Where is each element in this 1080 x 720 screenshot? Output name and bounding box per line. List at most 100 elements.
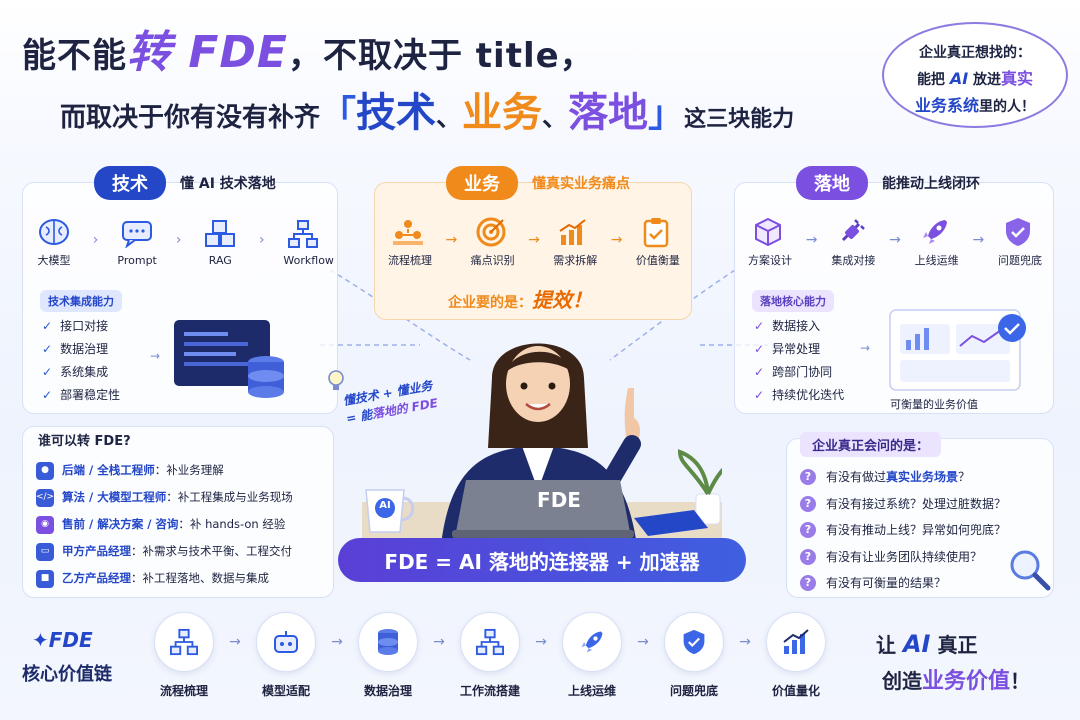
chain-logo: ✦FDE (32, 628, 93, 652)
who-row: ▭甲方产品经理：补需求与技术平衡、工程交付 (36, 538, 293, 565)
code-server-illustration: → (150, 320, 284, 398)
laptop-label: FDE (537, 488, 581, 512)
cap-item: ✓持续优化迭代 (754, 388, 845, 402)
ask-row: ?有没有推动上线？异常如何兜底？ (800, 517, 1006, 544)
cap-item: ✓数据治理 (42, 342, 109, 356)
land-cap-tag: 落地核心能力 (752, 290, 834, 312)
tech-pill: 技术 (94, 166, 166, 200)
code-icon: </> (36, 488, 54, 507)
question-icon: ? (800, 469, 816, 486)
chain-step: 流程梳理 (148, 612, 220, 699)
headline-text: 这三块能力 (684, 107, 795, 132)
question-icon: ? (800, 575, 816, 592)
bubble-line: 业务系统里的人！ (914, 96, 1035, 115)
biz-icon-row: 流程梳理 → 痛点识别 → 需求拆解 → 价值衡量 (388, 212, 680, 268)
ask-title: 企业真正会问的是： (800, 432, 942, 457)
database-icon (358, 612, 418, 672)
brain-icon (34, 212, 74, 252)
land-item: 上线运维 (915, 212, 959, 268)
cap-item: ✓系统集成 (42, 365, 109, 379)
headline-line-2: 而取决于你有没有补齐「技术、业务、落地」这三块能力 (60, 80, 794, 138)
land-pill: 落地 (796, 166, 868, 200)
question-icon: ? (800, 522, 816, 539)
biz-item: 需求拆解 (553, 212, 597, 268)
land-header: 落地 能推动上线闭环 (796, 166, 980, 200)
headline-text: 而取决于你有没有补齐 (60, 103, 321, 133)
keyword-biz: 业务 (462, 90, 543, 136)
bracket: 」 (648, 94, 685, 135)
rocket-icon (915, 212, 955, 252)
cap-item: ✓部署稳定性 (42, 388, 121, 402)
separator: 、 (542, 103, 569, 133)
person-illustration (362, 343, 722, 554)
land-cap-list: ✓数据接入 ✓异常处理 ✓跨部门协同 ✓持续优化迭代 (754, 315, 844, 407)
brain-icon: ◉ (36, 515, 54, 534)
tech-icon-row: 大模型 › Prompt › RAG › Workflow (34, 212, 334, 268)
cap-item: ✓数据接入 (754, 319, 821, 333)
plug-icon (831, 212, 871, 252)
who-row: ◉售前 / 解决方案 / 咨询：补 hands-on 经验 (36, 511, 293, 538)
bubble-line: 企业真正想找的： (919, 45, 1031, 61)
value-caption: 可衡量的业务价值 (890, 398, 978, 411)
tech-item: 大模型 (34, 212, 74, 268)
chain-step: 问题兜底 (658, 612, 730, 699)
land-item: 集成对接 (831, 212, 875, 268)
tech-cap-tag: 技术集成能力 (40, 290, 122, 312)
value-chain: 流程梳理 → 模型适配 → 数据治理 → 工作流搭建 → 上线运维 → 问题兜底… (148, 612, 832, 699)
chain-title: 核心价值链 (22, 664, 112, 685)
land-subtitle: 能推动上线闭环 (882, 176, 980, 192)
cubes-icon (200, 214, 240, 254)
flow-icon (154, 612, 214, 672)
chat-icon (117, 214, 157, 254)
ask-row: ?有没有可衡量的结果？ (800, 570, 1006, 597)
who-title: 谁可以转 FDE? (38, 434, 131, 449)
biz-subtitle: 懂真实业务痛点 (532, 176, 630, 192)
cube-icon (748, 212, 788, 252)
workflow-icon (283, 214, 323, 254)
ask-row: ?有没有做过真实业务场景？ (800, 464, 1006, 491)
chain-step: 模型适配 (250, 612, 322, 699)
dashboard-illustration: → (860, 309, 1026, 391)
tech-cap-list: ✓接口对接 ✓数据治理 ✓系统集成 ✓部署稳定性 (42, 315, 120, 407)
headline-text: ，不取决于 title， (287, 36, 595, 76)
ask-row: ?有没有接过系统？处理过脏数据？ (800, 491, 1006, 518)
tech-item: RAG (200, 214, 240, 267)
bar-chart-icon (766, 612, 826, 672)
clipboard-icon (636, 212, 676, 252)
svg-text:→: → (150, 349, 160, 363)
engineer-icon: ● (36, 461, 54, 480)
chain-step: 数据治理 (352, 612, 424, 699)
separator: 、 (436, 103, 463, 133)
rocket-icon (562, 612, 622, 672)
ask-list: ?有没有做过真实业务场景？ ?有没有接过系统？处理过脏数据？ ?有没有推动上线？… (800, 464, 1006, 597)
chain-step: 价值量化 (760, 612, 832, 699)
ask-panel (786, 438, 1054, 598)
cap-item: ✓异常处理 (754, 342, 821, 356)
tech-item: Prompt (117, 214, 157, 267)
mug-label: AI (379, 500, 391, 511)
keyword-tech: 技术 (356, 90, 437, 136)
monitor-icon: ▭ (36, 542, 54, 561)
robot-icon (256, 612, 316, 672)
chart-icon (553, 212, 593, 252)
keyword-land: 落地 (568, 90, 649, 136)
workflow-icon (460, 612, 520, 672)
headline-text: 能不能 (22, 36, 127, 76)
speech-bubble: 企业真正想找的： 能把 AI 放进真实 业务系统里的人！ (882, 22, 1068, 128)
target-icon (471, 212, 511, 252)
biz-header: 业务 懂真实业务痛点 (446, 166, 630, 200)
biz-item: 痛点识别 (471, 212, 515, 268)
question-icon: ? (800, 495, 816, 512)
tech-subtitle: 懂 AI 技术落地 (180, 176, 276, 192)
land-icon-row: 方案设计 → 集成对接 → 上线运维 → 问题兜底 (748, 212, 1042, 268)
svg-text:→: → (860, 341, 870, 355)
shield-icon (998, 212, 1038, 252)
cap-item: ✓接口对接 (42, 319, 109, 333)
people-icon (388, 212, 428, 252)
bulb-icon (325, 368, 347, 398)
land-item: 方案设计 (748, 212, 792, 268)
question-icon: ? (800, 548, 816, 565)
ask-row: ?有没有让业务团队持续使用？ (800, 544, 1006, 571)
briefcase-icon: ■ (36, 569, 54, 588)
who-row: ■乙方产品经理：补工程落地、数据与集成 (36, 565, 293, 592)
